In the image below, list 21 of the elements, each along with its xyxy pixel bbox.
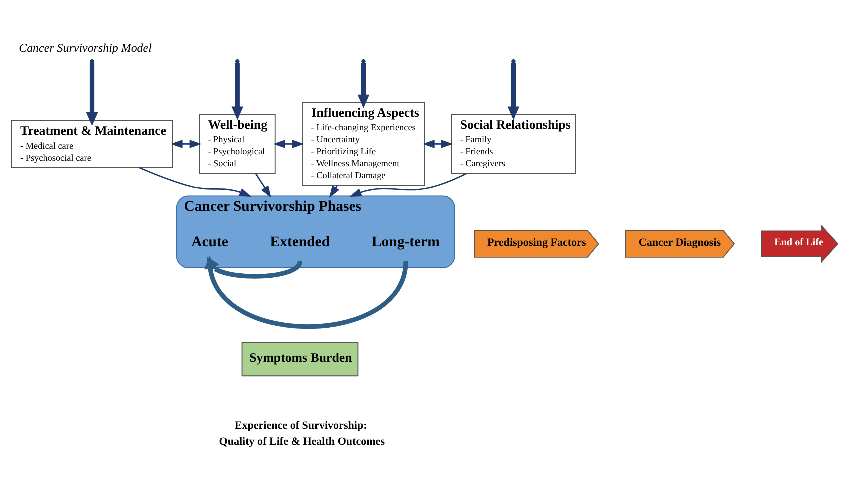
node-text: Extended xyxy=(270,234,330,250)
node-box: Social Relationships - Family - Friends - Caregivers xyxy=(451,114,576,174)
node-box: Treatment & Maintenance - Medical care - Psychosocial care xyxy=(11,120,174,168)
arrow xyxy=(350,172,467,196)
arrow xyxy=(232,62,244,120)
arrow xyxy=(273,140,304,148)
node-text: Long-term xyxy=(372,234,440,250)
label: Quality of Life & Health Outcomes xyxy=(219,435,386,448)
label: Experience of Survivorship: xyxy=(234,420,368,432)
diagram-title: Cancer Survivorship Model xyxy=(19,40,152,55)
node-box: Symptoms Burden xyxy=(242,342,359,376)
arrow xyxy=(358,62,370,108)
arrow xyxy=(255,172,272,198)
node-box: Influencing Aspects - Life-changing Experiences - Uncertainty - Prioritizing Life - Wellness Management - Collateral Damage xyxy=(302,102,426,186)
arrow xyxy=(170,140,202,148)
arrow xyxy=(138,166,252,197)
node-text: Acute xyxy=(192,234,228,250)
arrow xyxy=(508,62,520,120)
arrow xyxy=(86,62,98,126)
arrow xyxy=(422,140,454,148)
node-box: Well-being - Physical - Psychological - Social xyxy=(199,114,276,174)
